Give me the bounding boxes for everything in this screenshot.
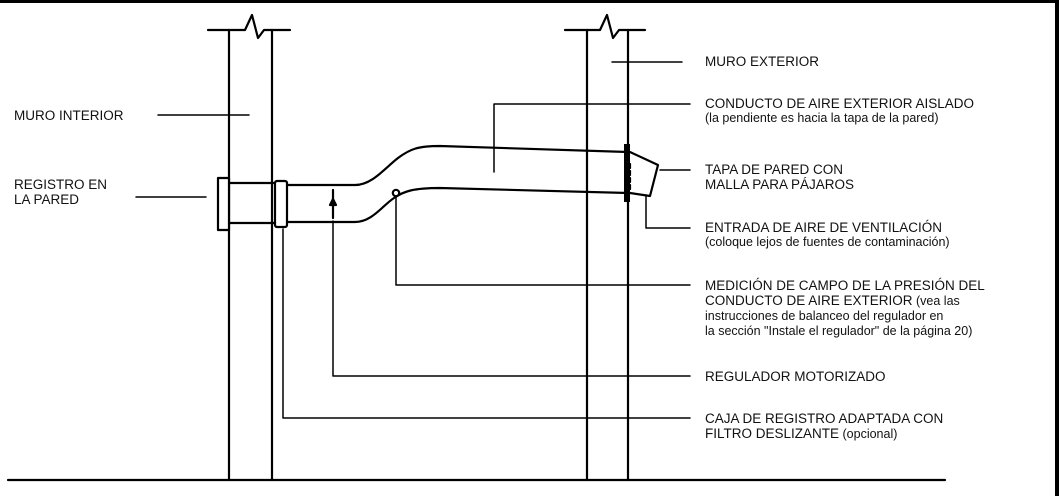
register-box-with-filter (273, 179, 289, 229)
wall-register (216, 176, 231, 232)
label-tapa-de-pared: TAPA DE PARED CON MALLA PARA PÁJAROS (705, 162, 855, 192)
insulated-outdoor-air-duct (285, 144, 630, 187)
interior-wall-break-symbol (206, 13, 292, 40)
wall-cap-with-bird-screen (624, 144, 660, 202)
label-muro-exterior: MURO EXTERIOR (705, 54, 820, 69)
leader-caja (282, 228, 691, 419)
label-caja-de-registro: CAJA DE REGISTRO ADAPTADA CON FILTRO DES… (705, 411, 944, 441)
label-registro-en-la-pared: REGISTRO EN LA PARED (14, 177, 108, 207)
label-conducto: CONDUCTO DE AIRE EXTERIOR AISLADO (la pe… (705, 96, 975, 125)
leader-entrada (645, 194, 691, 229)
exterior-wall-break-symbol (563, 13, 647, 40)
label-muro-interior: MURO INTERIOR (14, 108, 124, 123)
leader-medicion (395, 196, 691, 286)
label-entrada-de-aire: ENTRADA DE AIRE DE VENTILACIÓN (coloque … (705, 220, 950, 249)
motorized-damper (328, 188, 338, 220)
exterior-wall (563, 13, 647, 482)
leader-regulador (332, 220, 691, 377)
label-regulador-motorizado: REGULADOR MOTORIZADO (705, 369, 886, 384)
interior-wall (206, 13, 292, 482)
pressure-measurement-port (391, 188, 401, 198)
label-medicion-de-campo: MEDICIÓN DE CAMPO DE LA PRESIÓN DEL COND… (705, 278, 985, 338)
leader-conducto (493, 103, 691, 173)
